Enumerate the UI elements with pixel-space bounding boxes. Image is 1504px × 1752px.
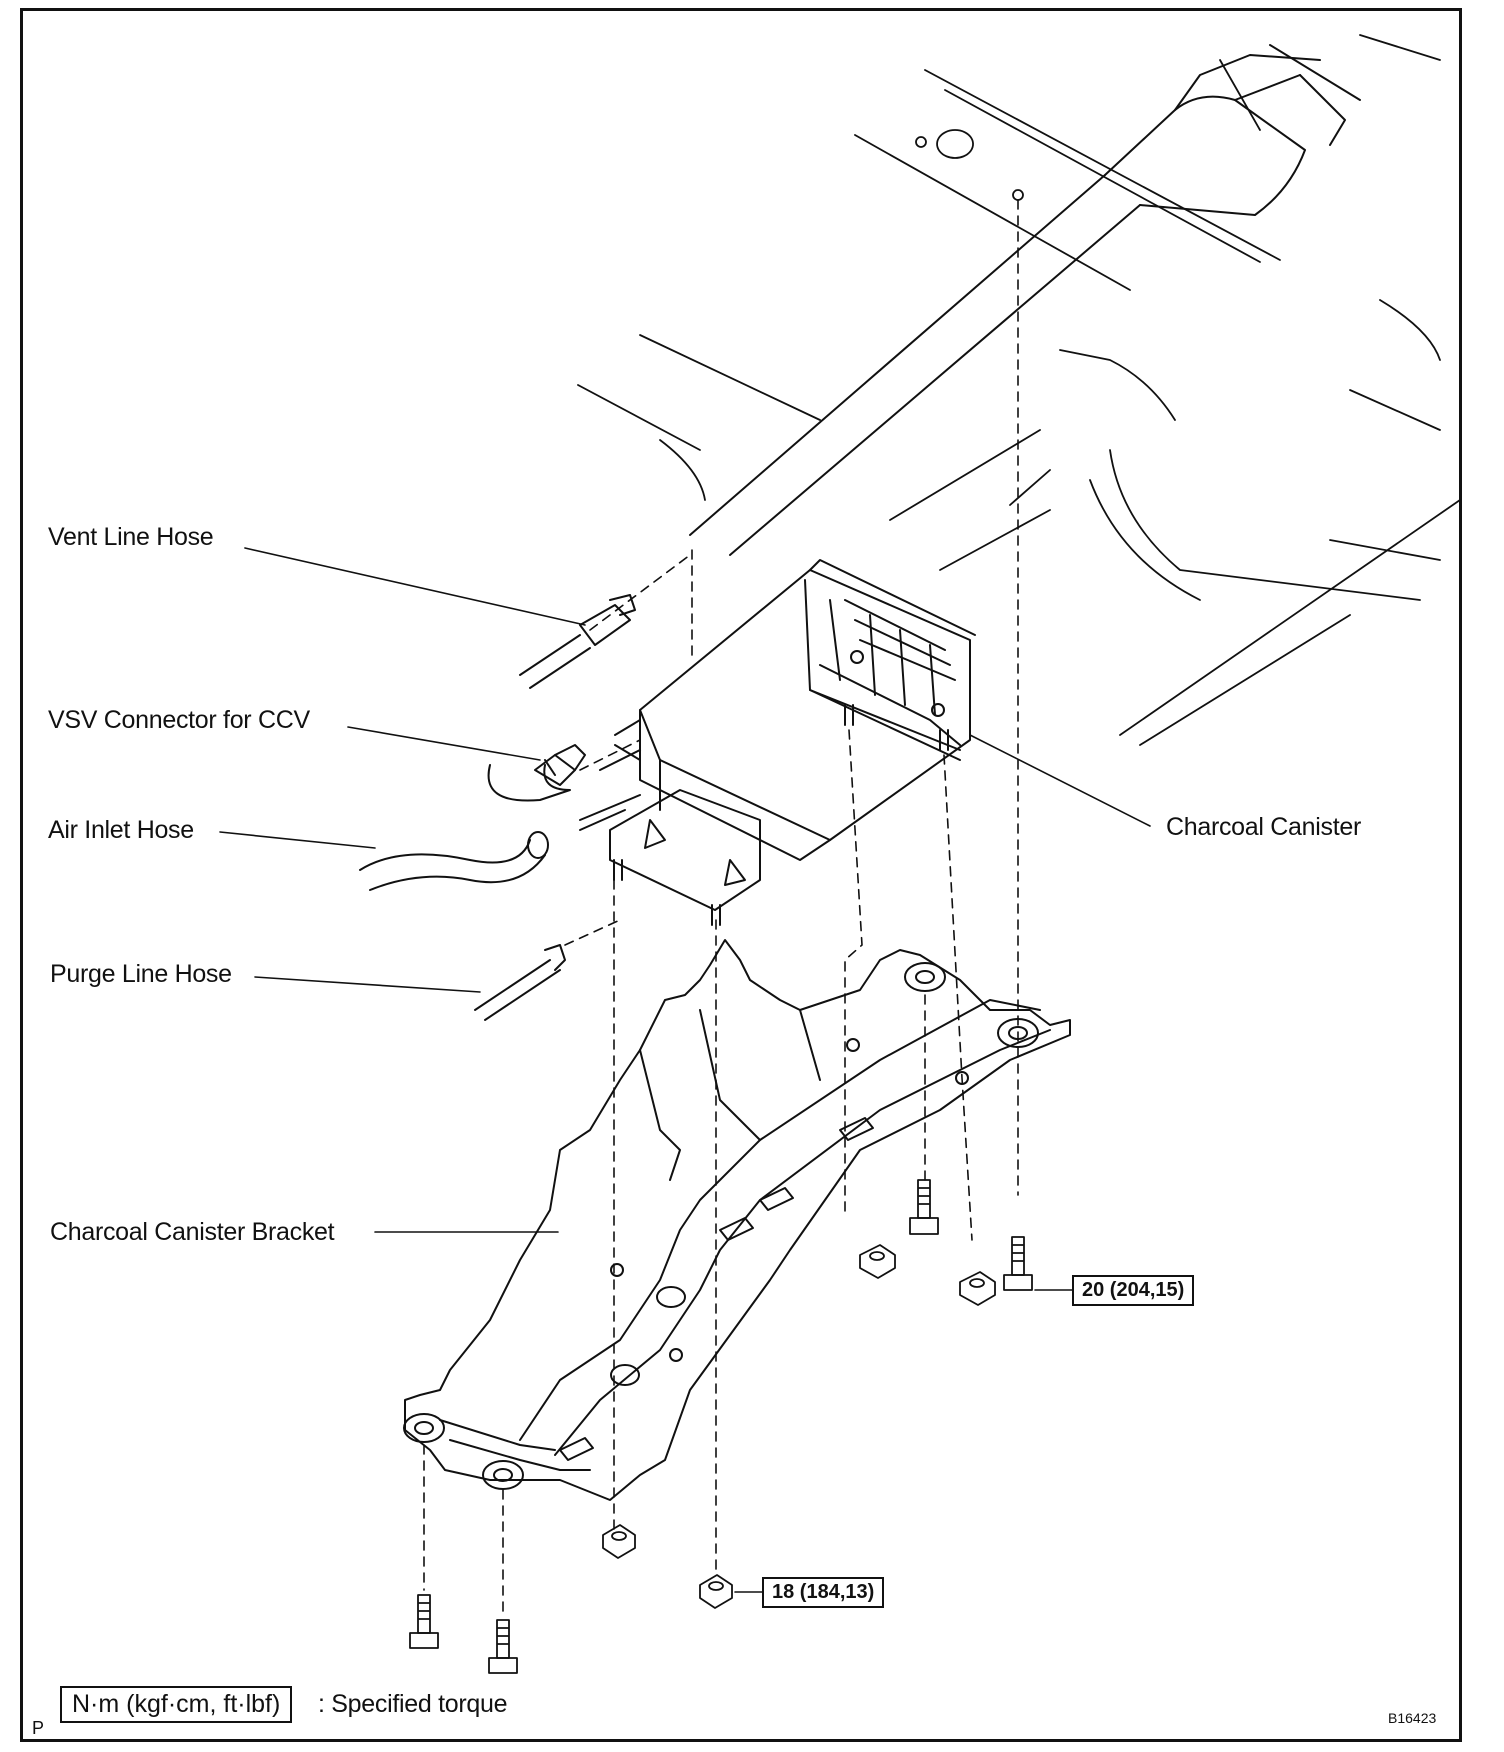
label-vsv-connector: VSV Connector for CCV [48,706,310,734]
alignment-lines [423,199,1019,1616]
vent-line-hose [519,594,636,689]
figure-id: B16423 [1388,1710,1437,1726]
purge-line-hose [474,944,566,1021]
label-air-inlet-hose: Air Inlet Hose [48,816,194,844]
label-charcoal-canister-bracket: Charcoal Canister Bracket [50,1218,335,1246]
torque-spec-lower: 18 (184,13) [762,1577,885,1608]
air-inlet-hose [359,831,549,891]
leader-lines [219,547,1151,1593]
label-vent-line-hose: Vent Line Hose [48,523,214,551]
charcoal-canister [579,559,976,926]
vsv-connector [487,744,586,802]
torque-unit-box: N·m (kgf·cm, ft·lbf) [60,1686,293,1723]
corner-mark: P [32,1718,45,1738]
charcoal-canister-bracket [403,939,1071,1501]
fuel-pipe [689,44,1361,556]
torque-spec-upper: 20 (204,15) [1072,1275,1195,1306]
diagram-frame [20,8,1462,1742]
fasteners [409,1179,1033,1674]
vehicle-underbody [577,34,1461,746]
torque-unit-description: : Specified torque [318,1690,508,1718]
label-charcoal-canister: Charcoal Canister [1166,813,1361,841]
label-purge-line-hose: Purge Line Hose [50,960,232,988]
